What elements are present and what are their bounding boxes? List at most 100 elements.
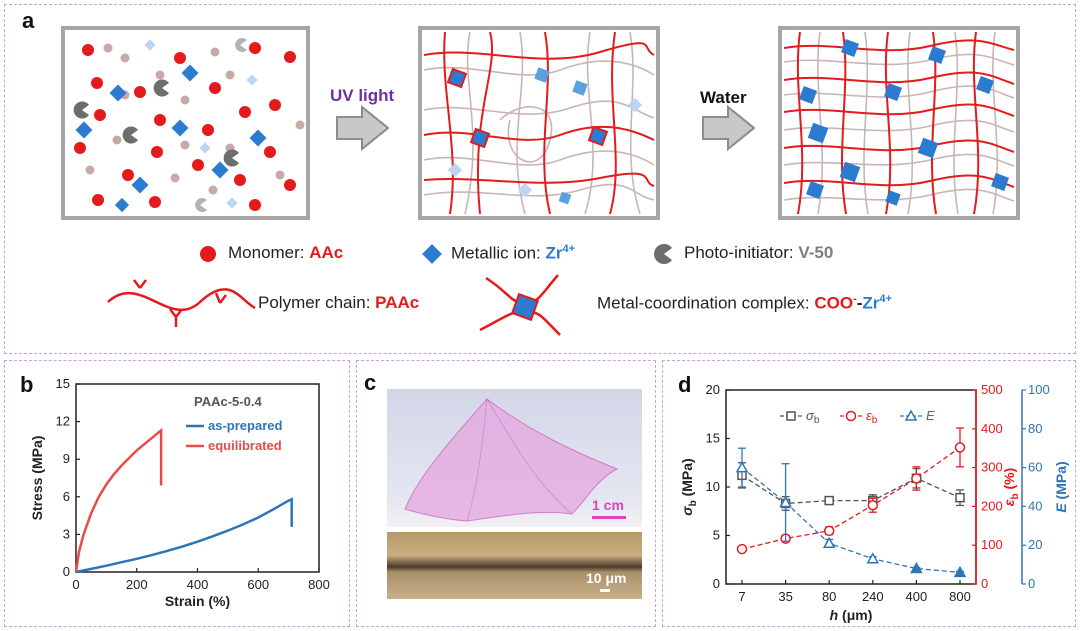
red-chains-2 [783, 31, 1015, 215]
data-point-triangle [735, 461, 749, 473]
legend-label: σb [806, 408, 820, 426]
series-line-σb [741, 474, 961, 505]
left-axis-label-part: b [688, 500, 699, 506]
data-point-circle [911, 473, 922, 484]
x-tick-label: 35 [778, 589, 792, 604]
data-point-circle [823, 525, 835, 537]
series-line-E [741, 467, 961, 574]
y-tick-label: 6 [63, 489, 70, 504]
series-line-εb [741, 446, 961, 550]
panel-a-schematic [61, 26, 1020, 336]
legend-title: PAAc-5-0.4 [194, 394, 262, 409]
panel-d [662, 360, 1076, 627]
legend-label: εb [866, 408, 878, 426]
data-point-square [955, 492, 965, 503]
right-axis-1-label-part: (%) [1001, 468, 1017, 494]
legend-initiator-prefix: Photo-initiator: [684, 243, 799, 262]
y-tick-label: 3 [63, 526, 70, 541]
x-tick-label: 800 [308, 577, 330, 592]
legend-ion: Metallic ion: Zr4+ [451, 243, 575, 264]
left-tick-label: 5 [713, 528, 720, 543]
y-tick-label: 12 [56, 414, 70, 429]
x-tick-label: 240 [862, 589, 884, 604]
legend-marker-circle [845, 410, 857, 422]
legend-symbol: ε [866, 408, 872, 423]
x-axis-symbol: h [830, 607, 839, 623]
legend-marker-triangle [904, 409, 918, 421]
data-point-triangle [910, 561, 923, 574]
right2-tick-label: 40 [1028, 498, 1042, 513]
x-tick-label: 400 [187, 577, 209, 592]
x-tick-label: 200 [126, 577, 148, 592]
legend-label: as-prepared [208, 418, 282, 433]
x-tick-label: 600 [247, 577, 269, 592]
data-point-circle [954, 442, 966, 453]
right2-tick-label: 80 [1028, 421, 1042, 436]
legend-marker-square [786, 411, 796, 421]
legend-monomer: Monomer: AAc [228, 243, 343, 263]
legend-polymer-name: PAAc [375, 293, 420, 312]
x-tick-label: 80 [822, 589, 836, 604]
right-axis-2-label-part: E [1053, 503, 1069, 513]
ion-legend-icon [422, 244, 442, 264]
panel-a-label: a [22, 8, 35, 33]
data-point-circle [736, 543, 748, 555]
x-axis-label: h (μm) [830, 607, 873, 623]
x-tick-label: 800 [949, 589, 971, 604]
legend-subscript: b [814, 415, 820, 426]
scale-label-10um: 10 μm [586, 570, 627, 586]
uv-light-label: UV light [330, 86, 395, 105]
data-point-square [824, 495, 834, 506]
panel-d-label: d [678, 372, 692, 397]
legend-monomer-name: AAc [309, 243, 344, 262]
legend-complex-charge-b: 4+ [879, 293, 892, 305]
right2-tick-label: 20 [1028, 537, 1042, 552]
right-axis-2-label-part: (MPa) [1053, 461, 1069, 503]
film-photo: 1 cm [387, 389, 642, 527]
y-tick-label: 0 [63, 564, 70, 579]
right-axis-1-label-part: ε [1001, 499, 1017, 506]
legend-complex-name-b: Zr [862, 293, 880, 313]
legend-symbol: E [926, 408, 935, 423]
right1-tick-label: 200 [981, 498, 1003, 513]
legend-complex-charge-a: - [853, 293, 857, 305]
monomer-legend-icon [200, 246, 216, 262]
left-tick-label: 0 [713, 576, 720, 591]
legend-complex-sep: - [856, 293, 863, 313]
left-axis-label: σb (MPa) [679, 458, 699, 515]
legend-initiator: Photo-initiator: V-50 [684, 243, 833, 263]
right1-tick-label: 300 [981, 460, 1003, 475]
monomer-dots [74, 42, 296, 211]
legend-initiator-name: V-50 [798, 243, 834, 262]
scale-bar-10um [600, 589, 610, 592]
legend-complex-name-a: COO [814, 293, 854, 313]
complexes-2 [799, 39, 1009, 206]
left-tick-label: 20 [706, 382, 720, 397]
left-tick-label: 15 [706, 431, 720, 446]
complex-icon [479, 274, 561, 336]
data-point-triangle [822, 536, 836, 549]
left-axis-label-part: σ [679, 506, 695, 516]
initiator-legend-icon [654, 244, 672, 264]
x-tick-label: 400 [906, 589, 928, 604]
scale-label-1cm: 1 cm [592, 497, 624, 513]
legend-polymer-prefix: Polymer chain: [258, 293, 376, 312]
complexes-1 [446, 67, 643, 205]
panel-a [4, 4, 1076, 354]
scale-bar-1cm [592, 516, 626, 519]
legend-label: equilibrated [208, 438, 282, 453]
water-arrow [702, 104, 756, 152]
legend-ion-prefix: Metallic ion: [451, 243, 546, 263]
x-tick-label: 0 [72, 577, 79, 592]
panel-b [4, 360, 350, 627]
panel-c [356, 360, 656, 627]
network-box-1 [418, 26, 660, 220]
right2-tick-label: 100 [1028, 382, 1050, 397]
legend-subscript: b [872, 415, 878, 426]
water-label: Water [700, 88, 747, 107]
right2-tick-label: 0 [1028, 576, 1035, 591]
film-shape [404, 398, 619, 522]
left-axis-label-part: (MPa) [679, 458, 695, 500]
y-tick-label: 15 [56, 376, 70, 391]
